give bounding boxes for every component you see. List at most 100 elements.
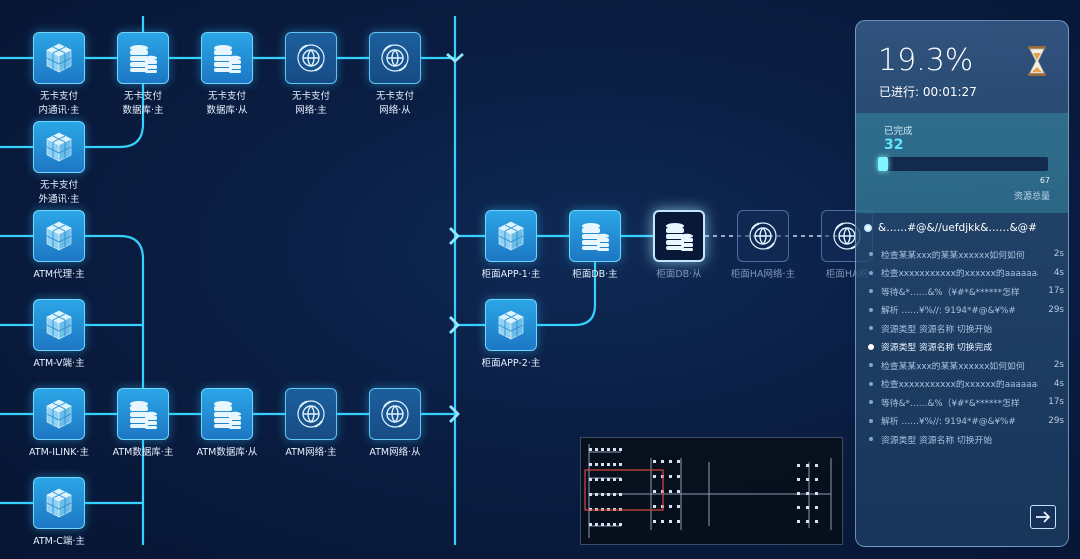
log-text: 等待&*……&%（¥#*&******怎样 [881,398,1020,409]
node-counter-db-primary[interactable] [569,210,621,262]
log-duration: 17s [1048,286,1064,297]
log-text: 检查某某xxx的某某xxxxxx如何如何 [881,361,1025,372]
minimap-node [661,460,664,463]
node-counter-app-1[interactable] [485,210,537,262]
minimap-node [677,520,680,523]
log-title: &……#@&//uefdjkk&……&@# [878,222,1037,234]
node-counter-app-2[interactable] [485,299,537,351]
minimap-node [619,448,622,451]
log-duration: 2s [1053,360,1064,371]
node-label-atm-db-primary: ATM数据库·主 [112,447,174,458]
elapsed-time-value: 00:01:27 [922,85,977,99]
minimap-node [601,493,604,496]
minimap-node [797,478,800,481]
minimap-node [797,520,800,523]
database-icon [666,223,693,251]
log-bullet [869,252,873,257]
log-entry: 解析 ……¥%//: 9194*#@&¥%#29s [864,301,1064,320]
log-header-bullet [864,224,872,232]
minimap-node [677,460,680,463]
minimap-node [806,506,809,509]
completion-progress-fill [878,157,889,171]
node-label-counter-ha-net-2: 柜面HA网 [825,269,869,280]
log-entry: 资源类型 资源名称 切换开始 [864,319,1064,338]
database-icon [582,223,609,251]
minimap-node [607,448,610,451]
minimap-node [601,448,604,451]
minimap-node [589,463,592,466]
node-atm-db-replica[interactable] [201,388,253,440]
node-atm-v[interactable] [33,299,85,351]
log-list[interactable]: 检查某某xxx的某某xxxxxx如何如何 2s 检查xxxxxxxxxxx的xxxx… [864,245,1064,449]
log-duration: 4s [1053,378,1064,389]
log-text: 资源类型 资源名称 切换完成 [881,343,993,354]
log-duration: 29s [1048,415,1064,426]
completed-count: 32 [884,137,904,153]
link-counter-app-2 [455,262,597,327]
minimap-node [797,492,800,495]
completed-label: 已完成 [884,126,913,137]
log-entry: 检查某某xxx的某某xxxxxx如何如何 2s [864,356,1064,375]
node-cardless-net-replica[interactable] [369,32,421,84]
elapsed-time: 已进行: 00:01:27 [879,85,977,99]
node-label-cardless-net-replica: 无卡支付网络·从 [375,91,414,116]
minimap-node [815,478,818,481]
server-cube-icon [498,221,524,251]
node-cardless-net-primary[interactable] [285,32,337,84]
minimap-node [613,478,616,481]
node-cardless-external[interactable] [33,121,85,173]
minimap-node [815,506,818,509]
node-atm-c[interactable] [33,477,85,529]
node-cardless-db-primary[interactable] [117,32,169,84]
minimap-links [588,444,832,538]
node-atm-net-replica[interactable] [369,388,421,440]
node-label-cardless-db-replica: 无卡支付数据库·从 [206,91,248,116]
minimap-node [607,523,610,526]
node-cardless-db-replica[interactable] [201,32,253,84]
link-atm-proxy [0,234,145,545]
node-counter-db-replica[interactable] [653,210,705,262]
minimap-node [669,460,672,463]
minimap-node [797,506,800,509]
node-label-atm-net-primary: ATM网络·主 [285,447,337,458]
log-text: 解析 ……¥%//: 9194*#@&¥%# [881,417,1016,428]
server-cube-icon [46,310,72,340]
minimap-node [601,463,604,466]
log-bullet [869,381,873,386]
minimap-node [613,448,616,451]
minimap-node [595,463,598,466]
log-entry: 资源类型 资源名称 切换完成 [864,338,1064,357]
node-atm-proxy[interactable] [33,210,85,262]
node-counter-ha-net[interactable] [737,210,789,262]
log-duration: 4s [1053,267,1064,278]
node-atm-net-primary[interactable] [285,388,337,440]
total-resource-label: 资源总量 [1013,192,1050,202]
server-cube-icon [46,488,72,518]
next-button[interactable] [1030,505,1056,529]
topology-minimap[interactable] [580,437,843,545]
minimap-node [607,478,610,481]
total-resource-count: 67 [1039,176,1050,185]
node-label-cardless-db-primary: 无卡支付数据库·主 [122,91,164,116]
network-globe-icon [749,222,777,250]
server-cube-icon [46,399,72,429]
node-atm-db-primary[interactable] [117,388,169,440]
log-entry: 解析 ……¥%//: 9194*#@&¥%# 29s [864,412,1064,431]
minimap-node [601,478,604,481]
database-icon [214,45,241,73]
node-atm-ilink[interactable] [33,388,85,440]
minimap-node [661,520,664,523]
node-label-counter-db-primary: 柜面DB·主 [572,269,618,280]
log-text: 检查xxxxxxxxxxx的xxxxxx的aaaaaaa [881,269,1038,280]
node-cardless-internal[interactable] [33,32,85,84]
node-label-atm-ilink: ATM-ILINK·主 [29,447,89,458]
minimap-node [589,478,592,481]
database-icon [130,45,157,73]
minimap-node [607,463,610,466]
chevron-right-icon [449,405,460,423]
